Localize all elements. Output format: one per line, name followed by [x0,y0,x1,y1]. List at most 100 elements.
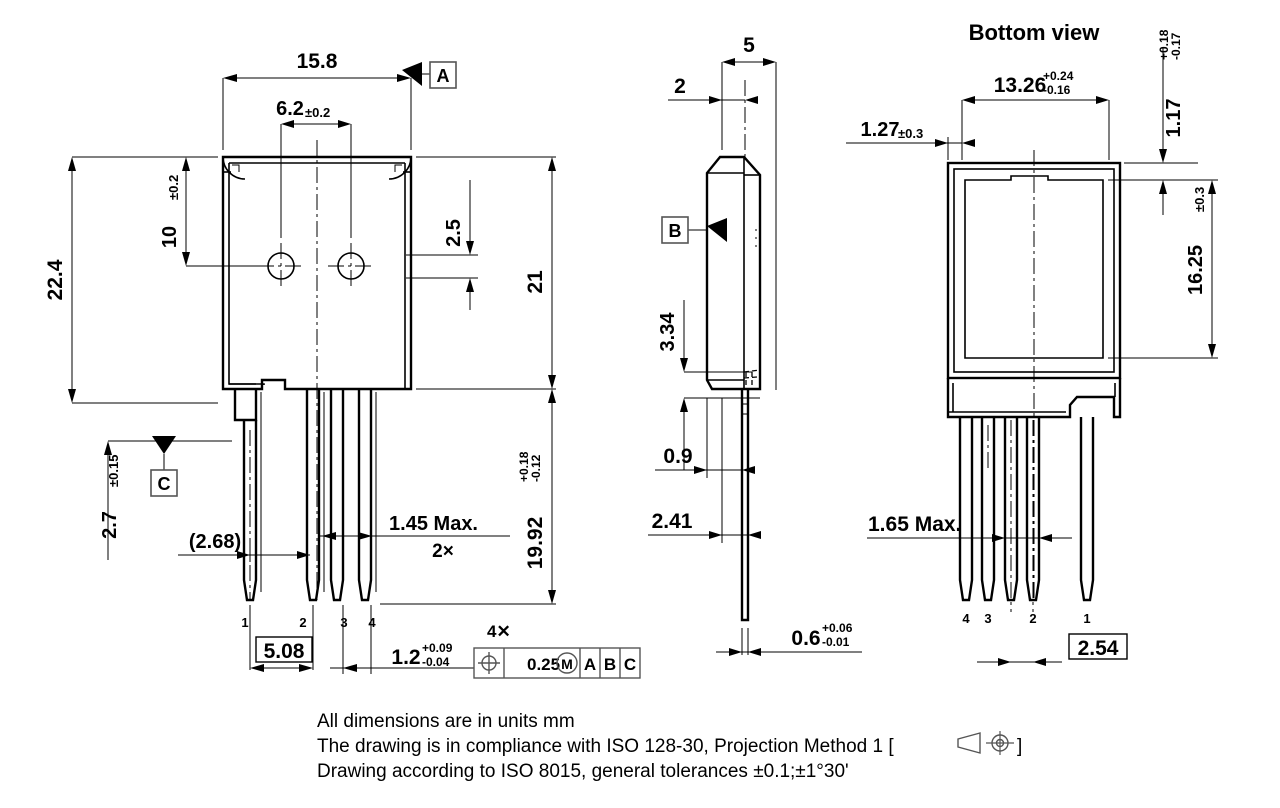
dim-hole-from-top: 10 ±0.2 [159,156,270,267]
fcf-quantity: 4✕ [487,622,511,641]
side-lead [740,389,750,655]
pin-label-4: 4 [368,615,376,630]
feature-control-frame: 4✕ 0.25 M A B C [473,622,641,679]
dim-bottom-rim: 1.17 +0.18 -0.17 [1108,29,1198,215]
note-iso-projection: The drawing is in compliance with ISO 12… [317,736,894,757]
datum-b-indicator: B [661,216,727,244]
dim-1-27-value: 1.27 [861,119,900,141]
first-angle-projection-icon [957,731,1014,755]
mmc-modifier-icon: M [556,652,578,674]
dim-2-value: 2 [674,75,686,98]
front-leads: 1 2 3 4 [241,389,377,630]
note-tolerances: Drawing according to ISO 8015, general t… [317,761,849,782]
dim-0-6-upper: +0.06 [822,621,853,635]
dim-2-68-value: (2.68) [189,531,241,553]
bottom-pin-label-3: 3 [984,611,991,626]
dim-1-45-qty: 2× [432,541,454,562]
note-iso-projection-close: ] [1017,736,1022,757]
fcf-tolerance: 0.25 [527,655,560,674]
dim-16-25-value: 16.25 [1185,245,1207,295]
datum-a-label: A [437,66,450,86]
dim-bottom-offset: 2.7 ±0.15 [99,402,232,560]
notes-block: All dimensions are in units mm The drawi… [317,711,1022,782]
dim-5-value: 5 [743,34,755,57]
dim-side-step-height: 3.34 [657,300,760,470]
dim-16-25-tol: ±0.3 [1192,187,1207,212]
dim-bottom-edge: 1.27 ±0.3 [846,119,975,160]
dim-hole-pitch: 6.2 ±0.2 [276,98,352,238]
pin-label-3: 3 [340,615,347,630]
dim-1-17-value: 1.17 [1163,99,1185,138]
dim-19-92-value: 19.92 [524,517,547,570]
side-body-outline [705,155,762,391]
dim-2-5-value: 2.5 [443,219,465,247]
dim-lead-width-max: 1.45 Max. 2× [320,513,510,562]
dim-side-lead-thickness: 0.6 +0.06 -0.01 [716,621,862,656]
dim-1-65-value: 1.65 Max. [868,513,961,536]
datum-c-indicator: C [150,436,178,497]
dim-2-54-value: 2.54 [1078,637,1119,660]
dim-0-6-value: 0.6 [791,627,820,650]
bottom-leads: 4 3 2 1 [958,417,1095,626]
dim-tab-right: 2.5 [406,180,478,310]
dim-overall-width: 15.8 [222,50,412,150]
dim-19-92-upper: +0.18 [517,451,531,482]
dim-21-value: 21 [524,270,547,294]
datum-a-indicator: A [402,61,457,89]
position-symbol-icon [478,652,500,674]
dim-1-2-upper: +0.09 [422,641,453,655]
dim-pitch-basic-bottom: 2.54 [977,633,1128,666]
dim-6-2-value: 6.2 [276,98,304,120]
dim-bottom-lead-width: 1.65 Max. [867,513,1072,542]
dim-10-tol: ±0.2 [166,175,181,200]
fcf-datum-2: B [604,655,616,674]
dim-lead-thickness-front: 1.2 +0.09 -0.04 [330,605,474,674]
dim-1-2-value: 1.2 [391,646,420,669]
dim-1-45-value: 1.45 Max. [389,513,478,535]
bottom-pin-label-4: 4 [962,611,970,626]
dim-lead-total-length: 19.92 +0.18 -0.12 [380,388,556,605]
fcf-datum-3: C [624,655,636,674]
fcf-modifier: M [561,656,573,672]
dim-side-lead-offset: 0.9 [655,398,755,478]
front-body-outline [221,155,413,422]
pin-label-2: 2 [299,615,306,630]
bottom-view: Bottom view 4 3 2 1 [846,20,1218,666]
dim-0-9-value: 0.9 [663,445,692,468]
dim-10-value: 10 [159,226,181,248]
bottom-pin-label-1: 1 [1083,611,1090,626]
dim-13-26-value: 13.26 [994,74,1047,97]
dim-3-34-value: 3.34 [657,312,679,352]
dim-2-7-tol: ±0.15 [106,455,121,487]
front-mounting-holes [258,243,374,289]
bottom-pin-label-2: 2 [1029,611,1036,626]
dim-body-height: 21 [416,156,556,390]
dim-13-26-lower: -0.16 [1043,83,1071,97]
dim-lead1-reference: (2.68) [178,531,310,562]
bottom-body-outline [946,150,1122,600]
dim-overall-height: 22.4 [44,156,218,404]
datum-c-label: C [158,474,171,494]
dim-0-6-lower: -0.01 [822,635,850,649]
note-units: All dimensions are in units mm [317,711,575,732]
dim-1-27-tol: ±0.3 [898,126,923,141]
dim-pad-width: 13.26 +0.24 -0.16 [961,69,1110,160]
dim-19-92-lower: -0.12 [529,454,543,482]
dim-pitch-basic-front: 5.08 [249,605,314,672]
dim-side-thickness: 5 [721,34,777,390]
datum-b-label: B [669,221,682,241]
dim-side-lead-offset2: 2.41 [648,398,761,543]
dim-5-08-value: 5.08 [264,640,305,663]
dim-2-41-value: 2.41 [652,510,693,533]
dim-side-offset-front: 2 [668,75,758,104]
dim-15-8-value: 15.8 [297,50,338,73]
dim-2-7-value: 2.7 [99,511,121,539]
dim-6-2-tol: ±0.2 [305,105,330,120]
dim-1-17-upper: +0.18 [1157,29,1171,60]
dim-22-4-value: 22.4 [44,259,67,300]
dim-1-2-lower: -0.04 [422,655,450,669]
dim-1-17-lower: -0.17 [1169,32,1183,60]
dim-13-26-upper: +0.24 [1043,69,1074,83]
front-view: 1 2 3 4 15.8 A 6.2 [44,50,641,679]
